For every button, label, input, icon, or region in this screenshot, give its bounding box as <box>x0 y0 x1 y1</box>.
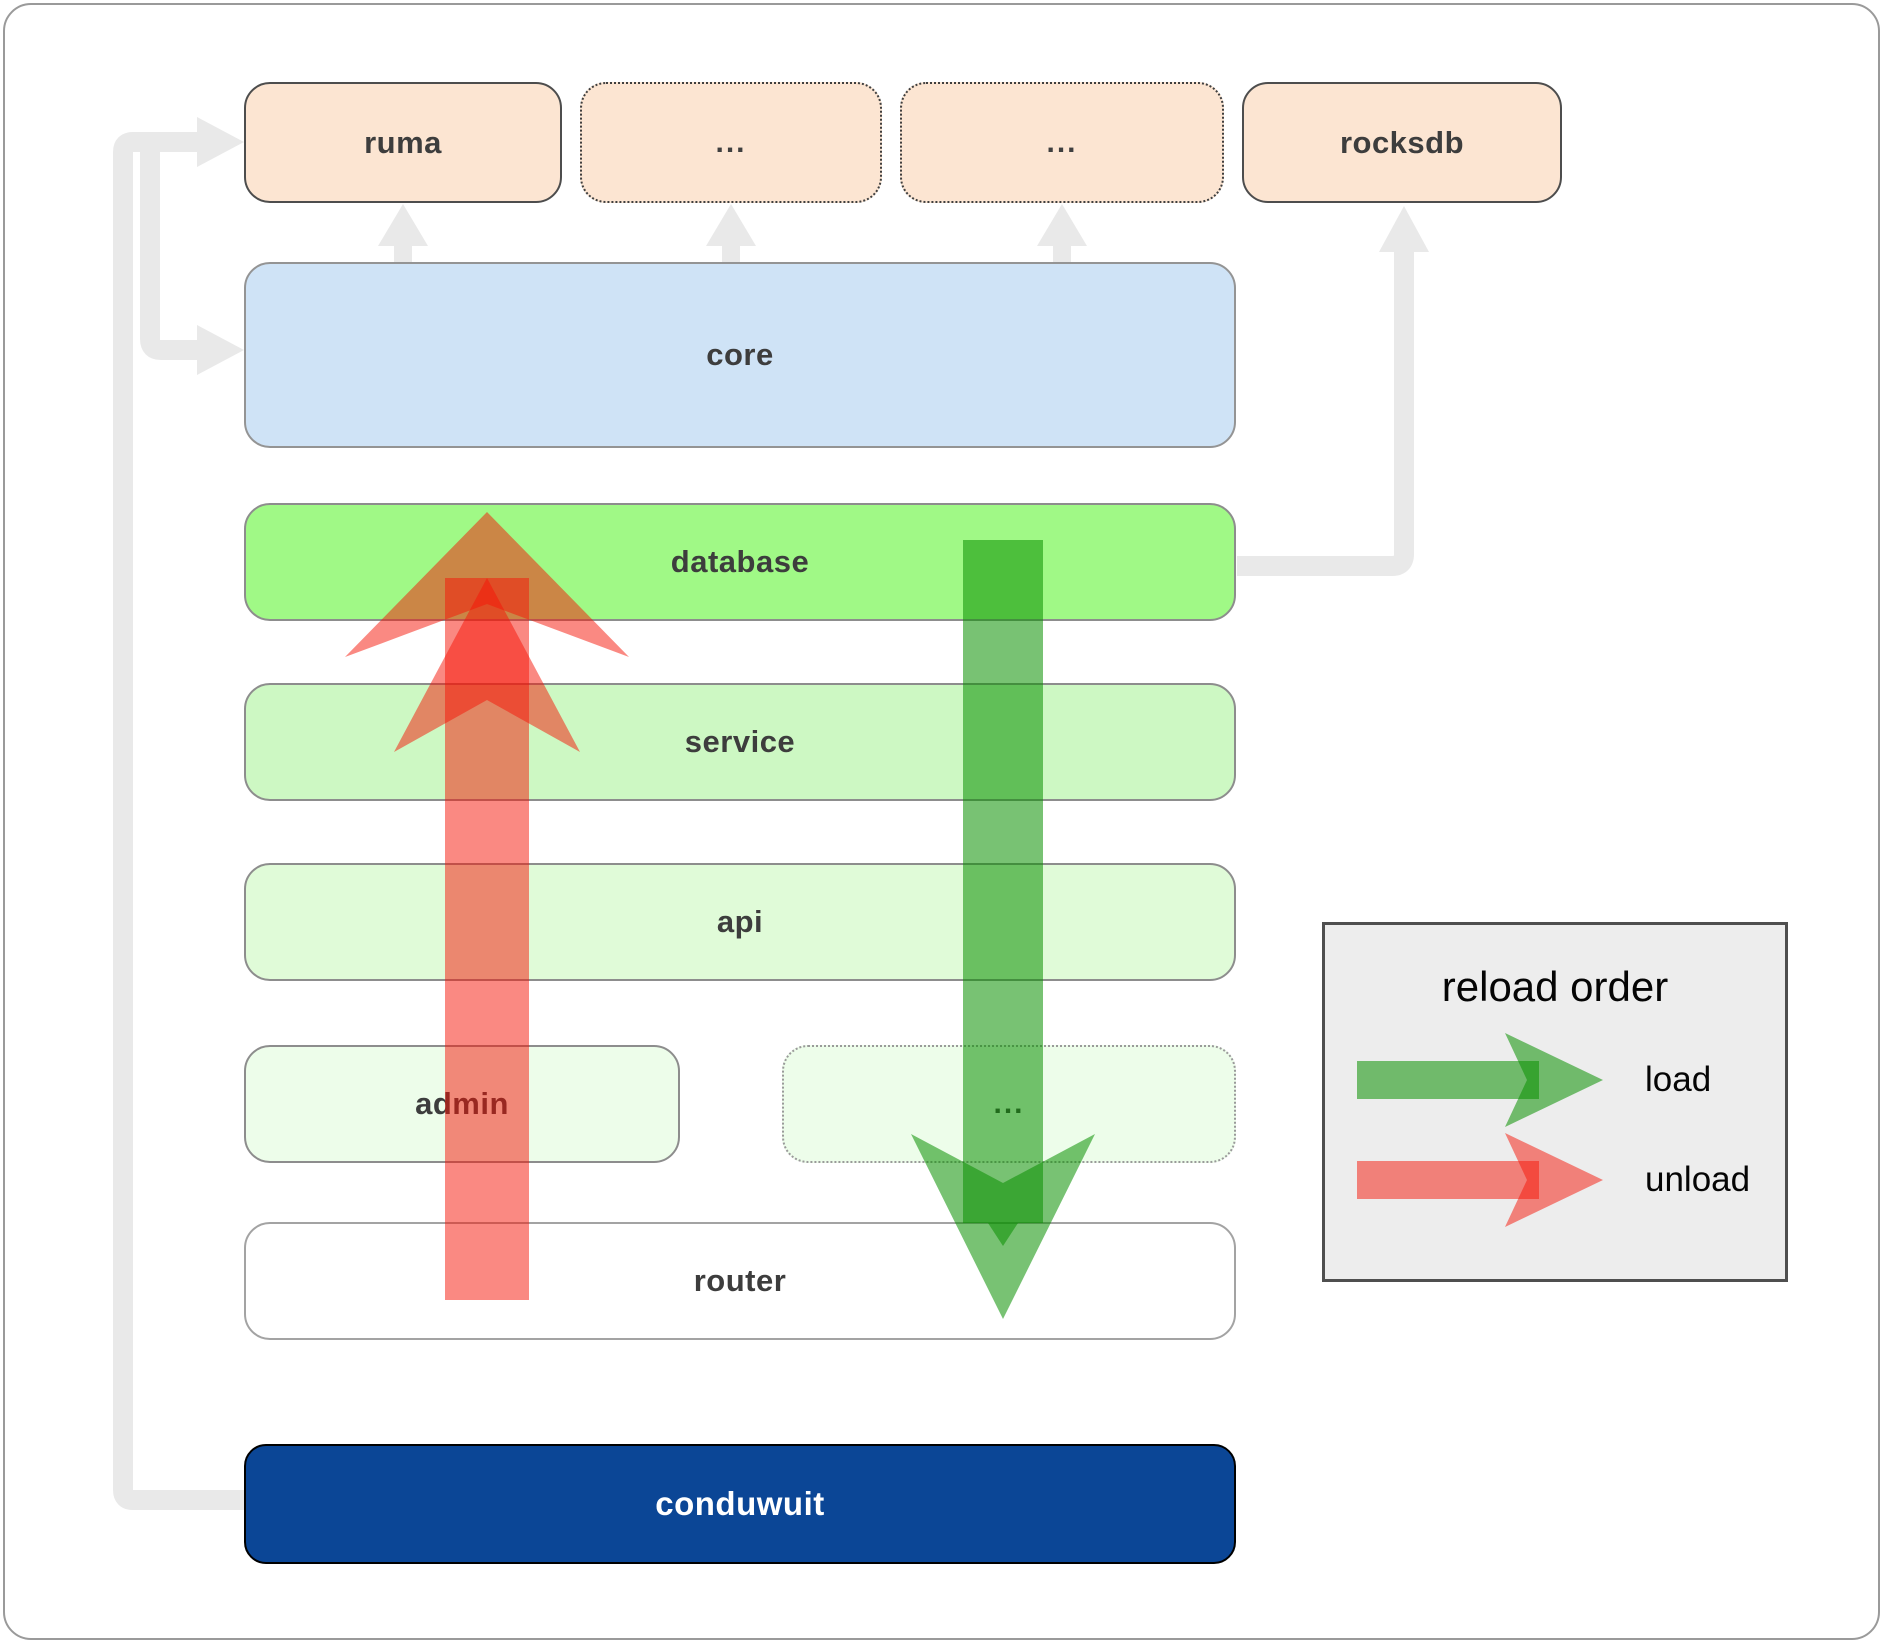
red-right-arrow-icon <box>1357 1133 1603 1227</box>
legend-reload-order: reload order load unload <box>1322 922 1788 1282</box>
layer-box-api: api <box>244 863 1236 981</box>
legend-label-load: load <box>1645 1060 1712 1099</box>
ellipsis-label: ... <box>1046 125 1078 159</box>
layer-box-core: core <box>244 262 1236 448</box>
module-box-more-1: ... <box>580 82 882 203</box>
app-label: conduwuit <box>655 1485 825 1522</box>
module-box-more-2: ... <box>900 82 1224 203</box>
legend-label-unload: unload <box>1645 1160 1751 1199</box>
module-box-rocksdb: rocksdb <box>1242 82 1562 203</box>
diagram-outer-frame <box>3 3 1880 1640</box>
app-box-conduwuit: conduwuit <box>244 1444 1236 1564</box>
legend-row-unload: unload <box>1325 1125 1785 1235</box>
module-box-ruma: ruma <box>244 82 562 203</box>
ellipsis-label: ... <box>715 125 747 159</box>
module-label: ruma <box>364 124 442 160</box>
layer-label: router <box>693 1263 787 1298</box>
legend-title: reload order <box>1441 963 1669 1010</box>
green-right-arrow-icon <box>1357 1033 1603 1127</box>
layer-label: service <box>684 724 796 759</box>
layer-label: database <box>670 544 810 579</box>
layer-label: api <box>716 904 764 939</box>
module-label: rocksdb <box>1339 124 1465 160</box>
legend-row-load: load <box>1325 1025 1785 1135</box>
layer-label: core <box>706 337 774 372</box>
